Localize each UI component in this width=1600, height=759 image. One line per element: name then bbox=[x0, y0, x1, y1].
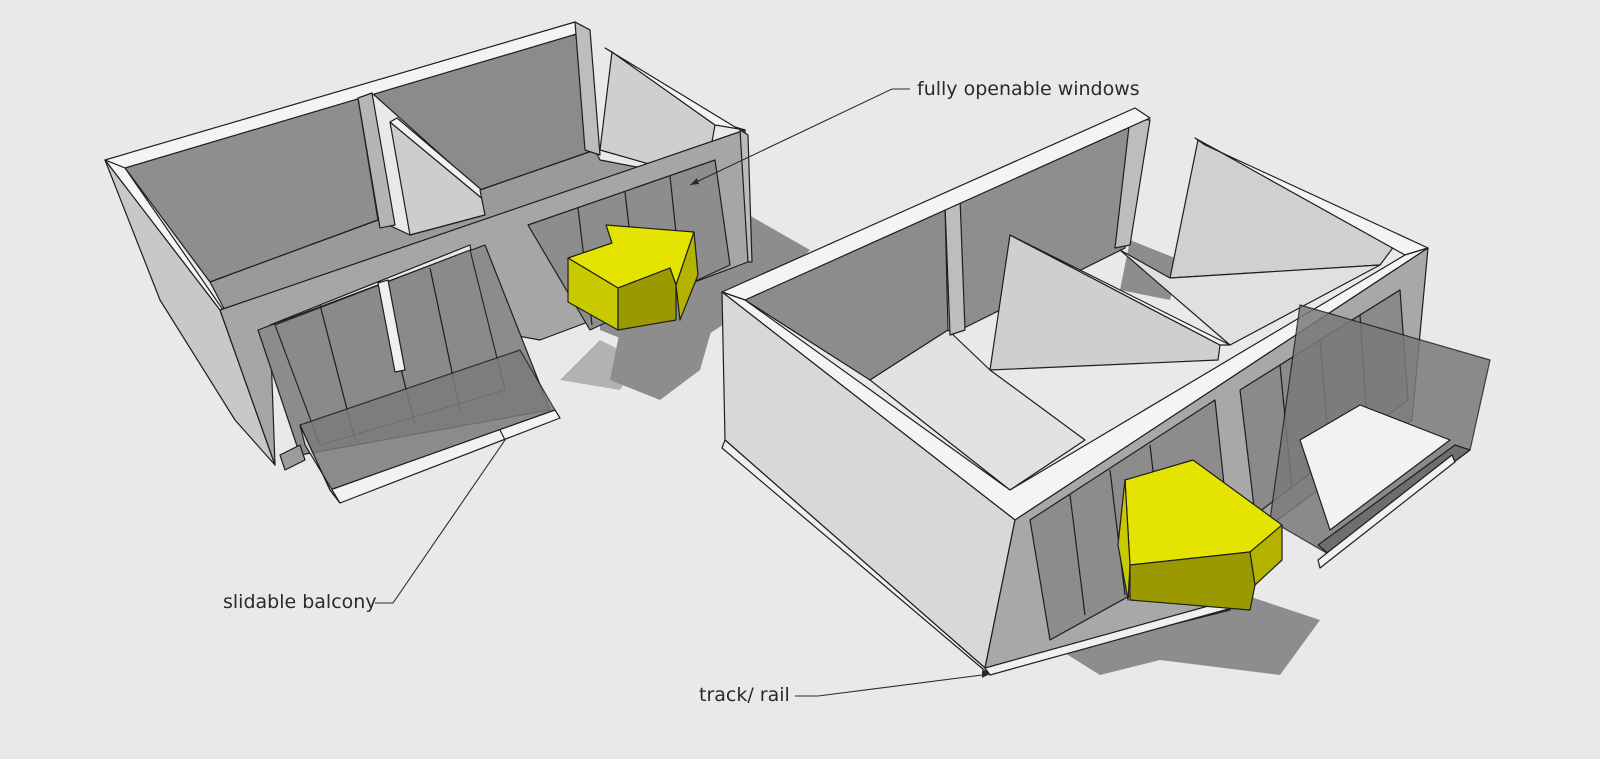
balcony-leader-line bbox=[375, 439, 506, 604]
left-balcony bbox=[279, 349, 561, 504]
callout-slidable-balcony: slidable balcony bbox=[223, 591, 377, 613]
leader-lines bbox=[375, 88, 991, 697]
left-outer-end bbox=[104, 159, 276, 466]
right-end-wall bbox=[1169, 139, 1396, 279]
left-module bbox=[104, 21, 753, 466]
right-floor bbox=[869, 329, 1086, 491]
left-arrow-icon bbox=[567, 224, 699, 331]
track-leader-line bbox=[795, 673, 991, 697]
windows-leader-line bbox=[689, 88, 910, 186]
callout-track-rail: track/ rail bbox=[699, 684, 790, 706]
right-arrow-icon bbox=[1117, 459, 1283, 611]
right-balcony bbox=[1269, 304, 1491, 569]
callout-fully-openable-windows: fully openable windows bbox=[917, 78, 1140, 100]
